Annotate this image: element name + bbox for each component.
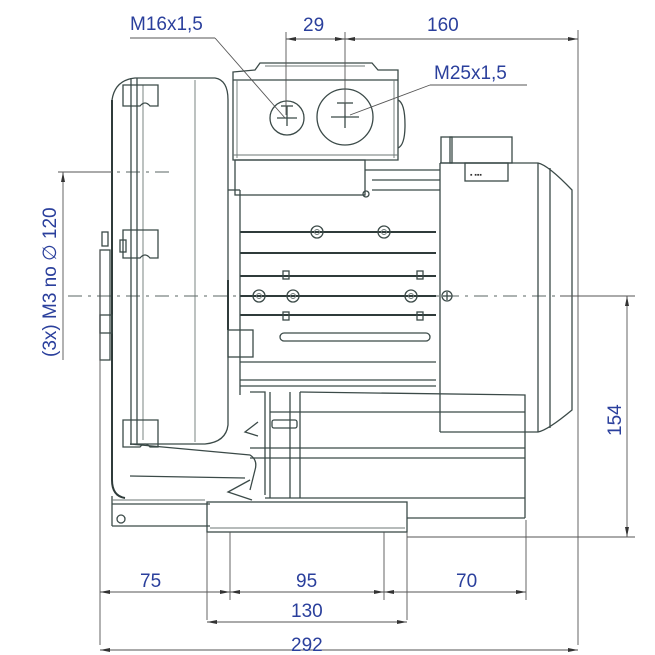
dim-154: 154 (605, 404, 626, 436)
label-mounting-holes: (3x) M3 no ∅ 120 (40, 207, 61, 357)
dimension-lines (58, 30, 635, 652)
dim-75: 75 (140, 571, 161, 592)
dim-95: 95 (296, 571, 317, 592)
dim-160: 160 (427, 15, 459, 36)
center-lines (68, 171, 630, 297)
dim-292: 292 (291, 635, 323, 655)
motor-body: ▪ ▪▪▪ (227, 136, 573, 433)
base-frame (206, 391, 526, 533)
impeller-housing (99, 77, 257, 527)
dim-130: 130 (291, 601, 323, 622)
dim-70: 70 (456, 571, 477, 592)
label-m16-thread: M16x1,5 (130, 14, 203, 35)
label-m25-thread: M25x1,5 (434, 63, 507, 84)
svg-text:▪ ▪▪▪: ▪ ▪▪▪ (470, 172, 482, 179)
cooling-fins (240, 231, 436, 387)
terminal-box (232, 62, 406, 161)
dim-29: 29 (303, 15, 324, 36)
bolts (252, 225, 453, 321)
cable-gland-m16 (269, 100, 305, 136)
